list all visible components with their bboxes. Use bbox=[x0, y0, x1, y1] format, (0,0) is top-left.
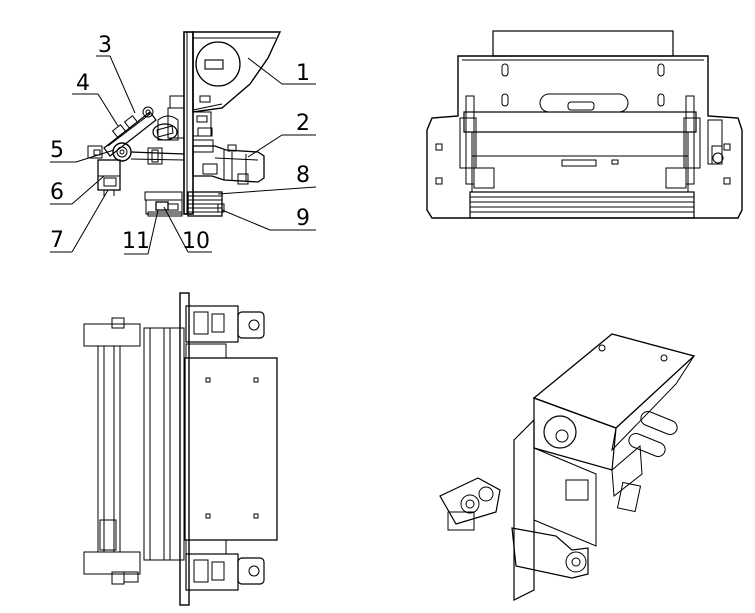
front-view bbox=[426, 30, 743, 219]
callout-2: 2 bbox=[296, 111, 310, 136]
leader-lines bbox=[50, 55, 317, 255]
isometric-view bbox=[439, 333, 696, 601]
side-view bbox=[87, 31, 282, 217]
callout-5: 5 bbox=[50, 138, 64, 163]
callout-labels: 1 2 3 4 5 6 7 8 9 10 11 bbox=[50, 33, 310, 254]
callout-11: 11 bbox=[122, 229, 150, 254]
callout-9: 9 bbox=[296, 206, 310, 231]
callout-3: 3 bbox=[98, 33, 112, 58]
callout-10: 10 bbox=[182, 229, 210, 254]
callout-8: 8 bbox=[296, 163, 310, 188]
callout-6: 6 bbox=[50, 180, 64, 205]
callout-4: 4 bbox=[76, 71, 90, 96]
callout-1: 1 bbox=[296, 61, 310, 86]
top-view bbox=[83, 292, 278, 606]
callout-7: 7 bbox=[50, 228, 64, 253]
